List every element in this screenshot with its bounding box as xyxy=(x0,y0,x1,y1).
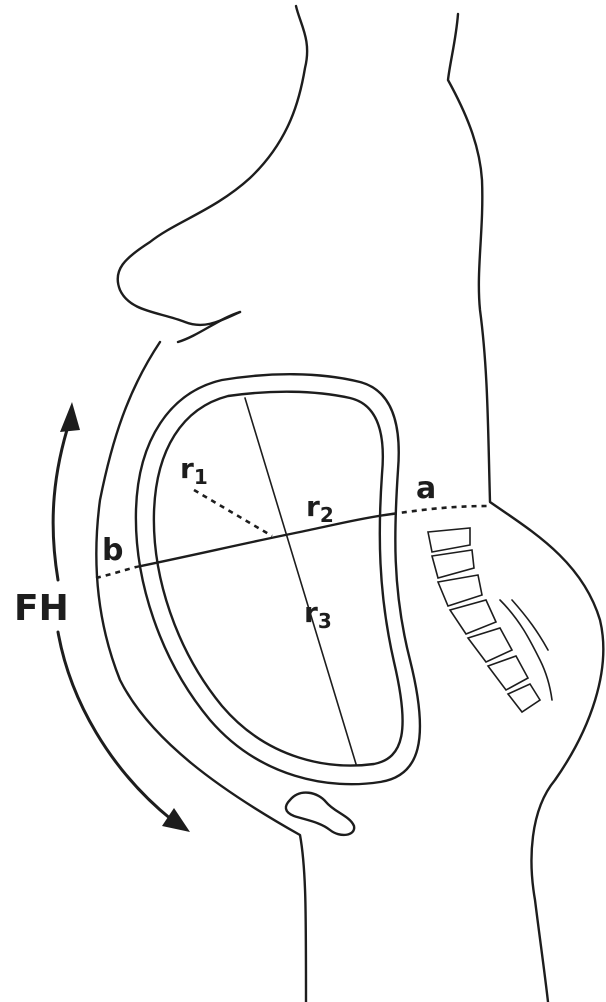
label-r3: r3 xyxy=(304,596,332,633)
radius-r1-dashed-line xyxy=(194,490,272,536)
fh-arrowhead-down xyxy=(162,808,190,832)
dotted-extension-left xyxy=(96,567,136,578)
body-back-outline xyxy=(448,14,603,1002)
vertical-diameter-line xyxy=(245,398,356,764)
label-a: a xyxy=(416,471,436,506)
dotted-extension-right xyxy=(392,506,488,514)
belly-outline xyxy=(96,342,306,1002)
label-b: b xyxy=(102,533,123,568)
label-r1: r1 xyxy=(180,452,208,489)
fh-arrow-lower xyxy=(58,632,172,820)
breast-underside xyxy=(178,312,240,342)
uterus-outer-wall xyxy=(136,374,420,784)
fh-label: FH xyxy=(14,588,69,629)
uterus-inner-wall xyxy=(154,392,403,766)
horizontal-diameter-line xyxy=(136,514,392,567)
body-front-outline xyxy=(118,6,308,325)
label-r2: r2 xyxy=(306,490,334,527)
fh-arrowhead-up xyxy=(60,402,80,432)
spine-structure xyxy=(428,528,552,712)
fh-arrow-upper xyxy=(53,420,70,580)
pubic-shape xyxy=(286,793,354,835)
